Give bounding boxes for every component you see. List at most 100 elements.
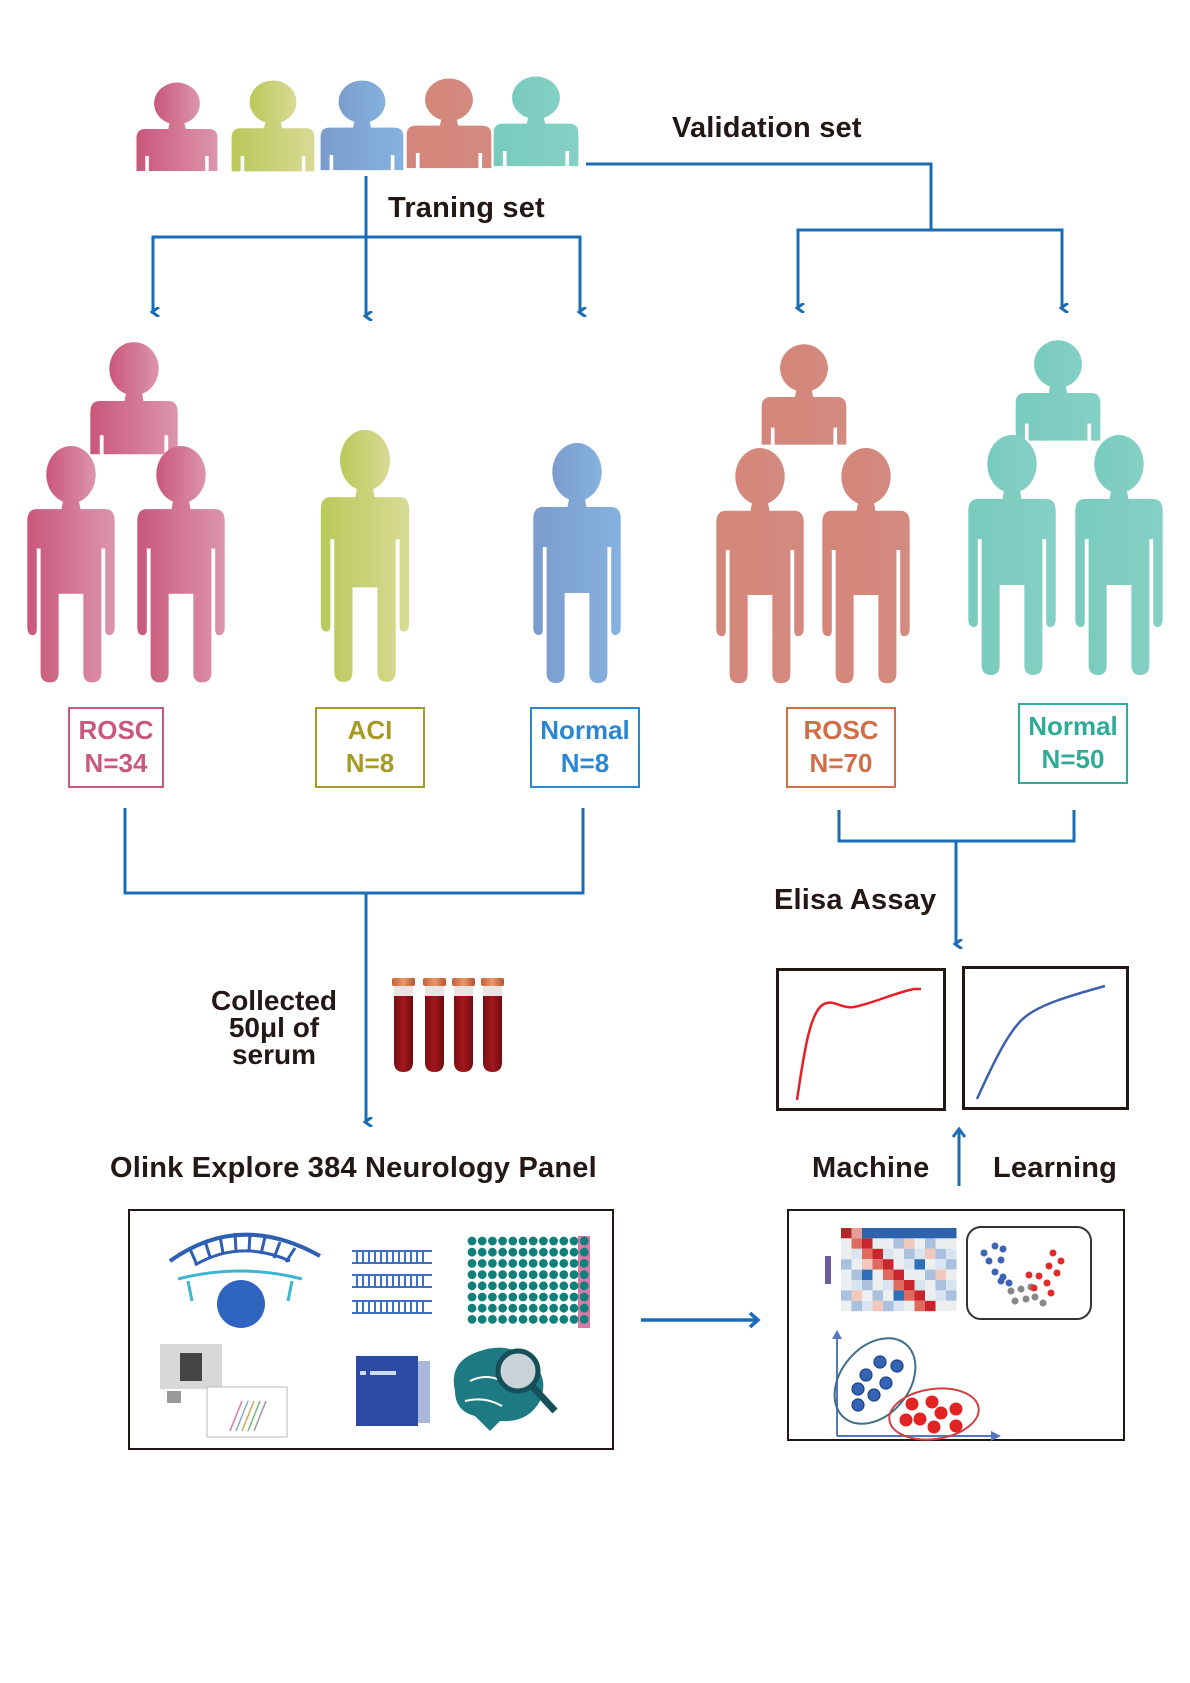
group-count: N=50 bbox=[1041, 744, 1105, 774]
heatmap-cell bbox=[841, 1238, 852, 1249]
group-box-normal-validation: Normal N=50 bbox=[1018, 703, 1128, 784]
heatmap-cell bbox=[904, 1238, 915, 1249]
heatmap-cell bbox=[851, 1269, 862, 1280]
heatmap-cell bbox=[893, 1300, 904, 1312]
elisa-chart-blue bbox=[962, 966, 1129, 1110]
well bbox=[518, 1281, 528, 1291]
well bbox=[539, 1247, 548, 1257]
heatmap-cell bbox=[893, 1290, 904, 1301]
well bbox=[549, 1292, 558, 1302]
well bbox=[488, 1292, 497, 1302]
heatmap-cell bbox=[946, 1280, 957, 1291]
heatmap-cell bbox=[883, 1300, 894, 1312]
heatmap-cell bbox=[872, 1269, 883, 1280]
well bbox=[549, 1259, 558, 1268]
heatmap-cell bbox=[935, 1269, 946, 1280]
well bbox=[467, 1259, 477, 1268]
blue-curve bbox=[975, 984, 1106, 1100]
well bbox=[498, 1247, 507, 1257]
group-box-rosc-training: ROSC N=34 bbox=[68, 707, 164, 788]
microfluidic-chip-icon bbox=[160, 1344, 288, 1438]
validation-set-label: Validation set bbox=[672, 112, 862, 144]
well bbox=[508, 1270, 518, 1279]
heatmap-cell bbox=[935, 1248, 946, 1260]
heatmap-cell bbox=[862, 1259, 873, 1270]
correlation-heatmap-icon bbox=[841, 1228, 957, 1312]
heatmap-cell bbox=[904, 1290, 915, 1301]
heatmap-cell bbox=[841, 1259, 852, 1270]
heatmap-cell bbox=[925, 1280, 936, 1291]
well bbox=[539, 1315, 548, 1324]
heatmap-cell bbox=[925, 1259, 936, 1270]
heatmap-cell bbox=[883, 1259, 894, 1270]
learning-label: Learning bbox=[993, 1152, 1118, 1184]
well bbox=[528, 1315, 538, 1324]
heatmap-cell bbox=[851, 1300, 862, 1312]
well bbox=[559, 1270, 569, 1279]
heatmap-cell bbox=[946, 1259, 957, 1270]
heatmap-cell bbox=[946, 1269, 957, 1280]
well bbox=[579, 1281, 589, 1291]
elisa-chart-red bbox=[776, 968, 946, 1111]
heatmap-cell bbox=[883, 1248, 894, 1260]
group-box-aci: ACI N=8 bbox=[315, 707, 425, 788]
well bbox=[559, 1236, 569, 1246]
well bbox=[498, 1236, 507, 1246]
heatmap-cell bbox=[904, 1248, 915, 1260]
clustering-plot-icon bbox=[832, 1330, 1001, 1441]
well bbox=[549, 1236, 558, 1246]
training-branch-line bbox=[151, 235, 582, 312]
well bbox=[467, 1315, 477, 1324]
well bbox=[559, 1259, 569, 1268]
heatmap-cell bbox=[935, 1228, 946, 1239]
well bbox=[477, 1259, 487, 1268]
group-count: N=34 bbox=[84, 748, 148, 778]
well bbox=[518, 1270, 528, 1279]
heatmap-cell bbox=[946, 1290, 957, 1301]
well bbox=[539, 1292, 548, 1302]
heatmap-cell bbox=[904, 1280, 915, 1291]
group-box-rosc-validation: ROSC N=70 bbox=[786, 707, 896, 788]
heatmap-cell bbox=[862, 1269, 873, 1280]
well bbox=[498, 1259, 507, 1268]
heatmap-cell bbox=[851, 1290, 862, 1301]
sequencer-instrument-icon bbox=[356, 1356, 430, 1426]
well bbox=[528, 1281, 538, 1291]
well bbox=[528, 1292, 538, 1302]
well bbox=[518, 1315, 528, 1324]
heatmap-cell bbox=[872, 1280, 883, 1291]
well bbox=[569, 1281, 579, 1291]
well bbox=[488, 1281, 497, 1291]
heatmap-cell bbox=[914, 1269, 925, 1280]
heatmap-cell bbox=[946, 1248, 957, 1260]
heatmap-cell bbox=[883, 1238, 894, 1249]
olink-panel-title: Olink Explore 384 Neurology Panel bbox=[110, 1152, 597, 1184]
heatmap-cell bbox=[935, 1238, 946, 1249]
well bbox=[539, 1303, 548, 1313]
well bbox=[579, 1270, 589, 1279]
well bbox=[477, 1292, 487, 1302]
well bbox=[518, 1303, 528, 1313]
heatmap-cell bbox=[872, 1238, 883, 1249]
heatmap-cell bbox=[851, 1228, 862, 1239]
well bbox=[549, 1281, 558, 1291]
well bbox=[569, 1292, 579, 1302]
training-set-label: Traning set bbox=[388, 192, 545, 224]
heatmap-cell bbox=[904, 1300, 915, 1312]
heatmap-cell bbox=[893, 1238, 904, 1249]
well bbox=[477, 1270, 487, 1279]
well bbox=[559, 1281, 569, 1291]
well bbox=[528, 1247, 538, 1257]
heatmap-cell bbox=[872, 1228, 883, 1239]
heatmap-cell bbox=[862, 1290, 873, 1301]
well bbox=[508, 1281, 518, 1291]
heatmap-cell bbox=[925, 1269, 936, 1280]
well bbox=[518, 1236, 528, 1246]
heatmap-cell bbox=[872, 1259, 883, 1270]
heatmap-cell bbox=[904, 1259, 915, 1270]
scatter-cluster-icon bbox=[966, 1226, 1092, 1320]
heatmap-cell bbox=[841, 1280, 852, 1291]
ml-panel-box bbox=[787, 1209, 1125, 1441]
heatmap-cell bbox=[914, 1290, 925, 1301]
